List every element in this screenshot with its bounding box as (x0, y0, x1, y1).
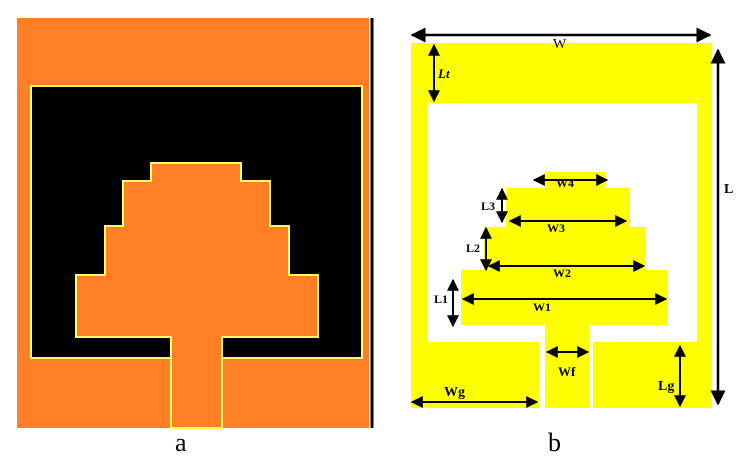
dim-label-L: L (724, 182, 733, 197)
dim-label-Lg: Lg (658, 379, 674, 394)
panel-b-top-bar-and-side-arms (411, 43, 712, 405)
dim-label-W: W (553, 37, 567, 52)
dim-label-W2: W2 (553, 266, 571, 280)
dim-label-Lt: Lt (437, 66, 450, 81)
panel-b-tree-patch (461, 172, 668, 408)
dim-label-W4: W4 (556, 176, 574, 190)
dim-label-W1: W1 (533, 300, 551, 314)
dim-label-L2: L2 (466, 241, 480, 255)
panel-a-simulation-view (17, 18, 374, 429)
panel-b-ground-left (411, 342, 539, 408)
panel-b-label: b (548, 428, 561, 457)
dim-label-Wg: Wg (444, 385, 465, 400)
panel-a-tree-patch (75, 162, 319, 429)
dim-label-Wf: Wf (558, 364, 576, 379)
dim-label-W3: W3 (547, 221, 565, 235)
dim-label-L1: L1 (434, 292, 448, 306)
dim-label-L3: L3 (481, 199, 495, 213)
panel-a-label: a (175, 428, 187, 457)
panel-b-geometry: W L Lt W4 L3 W3 L2 W2 L1 W1 Wf Wg Lg (410, 27, 733, 408)
panel-b-ground-right (593, 342, 712, 408)
